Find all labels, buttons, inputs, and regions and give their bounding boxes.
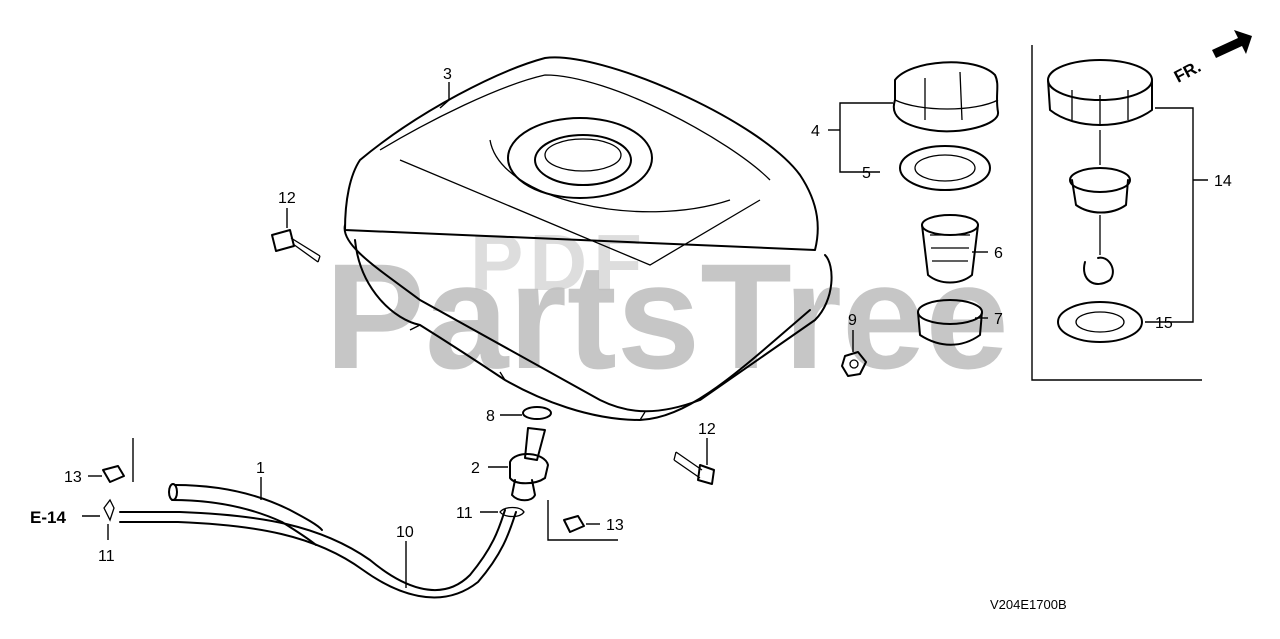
callout-1: 1 xyxy=(256,460,265,477)
callout-15: 15 xyxy=(1155,315,1173,332)
collar xyxy=(917,299,983,346)
callout-12b: 12 xyxy=(698,421,716,438)
callout-9: 9 xyxy=(848,312,857,329)
hose-clip xyxy=(499,506,525,518)
callout-13b: 13 xyxy=(606,517,624,534)
clip-right xyxy=(563,515,585,533)
ref-label: E-14 xyxy=(30,508,66,527)
diagram-code: V204E1700B xyxy=(990,597,1067,612)
nut xyxy=(841,351,867,377)
callout-2: 2 xyxy=(471,460,480,477)
bracket-14-15 xyxy=(1145,107,1208,323)
group-frame xyxy=(1031,45,1202,381)
front-arrow-icon xyxy=(1212,30,1252,58)
callout-11a: 11 xyxy=(456,505,473,522)
callout-6: 6 xyxy=(994,245,1003,262)
seal xyxy=(1057,301,1143,343)
watermark-brand: PartsTree xyxy=(325,232,1009,400)
callout-8: 8 xyxy=(486,408,495,425)
callout-4: 4 xyxy=(811,123,820,140)
callout-13a: 13 xyxy=(64,469,82,486)
cap-assembly xyxy=(1047,59,1153,285)
front-label: FR. xyxy=(1171,57,1204,87)
watermark-pdf: PDF xyxy=(470,218,648,307)
bracket-4-5 xyxy=(839,102,893,173)
callout-14: 14 xyxy=(1214,173,1232,190)
leader-3 xyxy=(439,82,450,109)
callout-7: 7 xyxy=(994,311,1003,328)
bolt-right xyxy=(673,451,715,485)
fuel-tank xyxy=(343,56,833,421)
clip-left xyxy=(102,465,125,483)
strainer xyxy=(921,214,979,284)
fuel-cap xyxy=(892,61,999,133)
callout-12a: 12 xyxy=(278,190,296,207)
fuel-cock xyxy=(509,406,552,502)
callout-11b: 11 xyxy=(98,548,115,565)
bolt-left xyxy=(271,229,321,263)
divider-right xyxy=(547,500,618,541)
callout-5: 5 xyxy=(862,165,871,182)
callout-10: 10 xyxy=(396,524,414,541)
small-clip xyxy=(103,498,115,522)
fuel-tube xyxy=(119,509,517,599)
short-tube xyxy=(168,483,323,546)
cap-gasket xyxy=(899,145,991,191)
callout-3: 3 xyxy=(443,66,452,83)
